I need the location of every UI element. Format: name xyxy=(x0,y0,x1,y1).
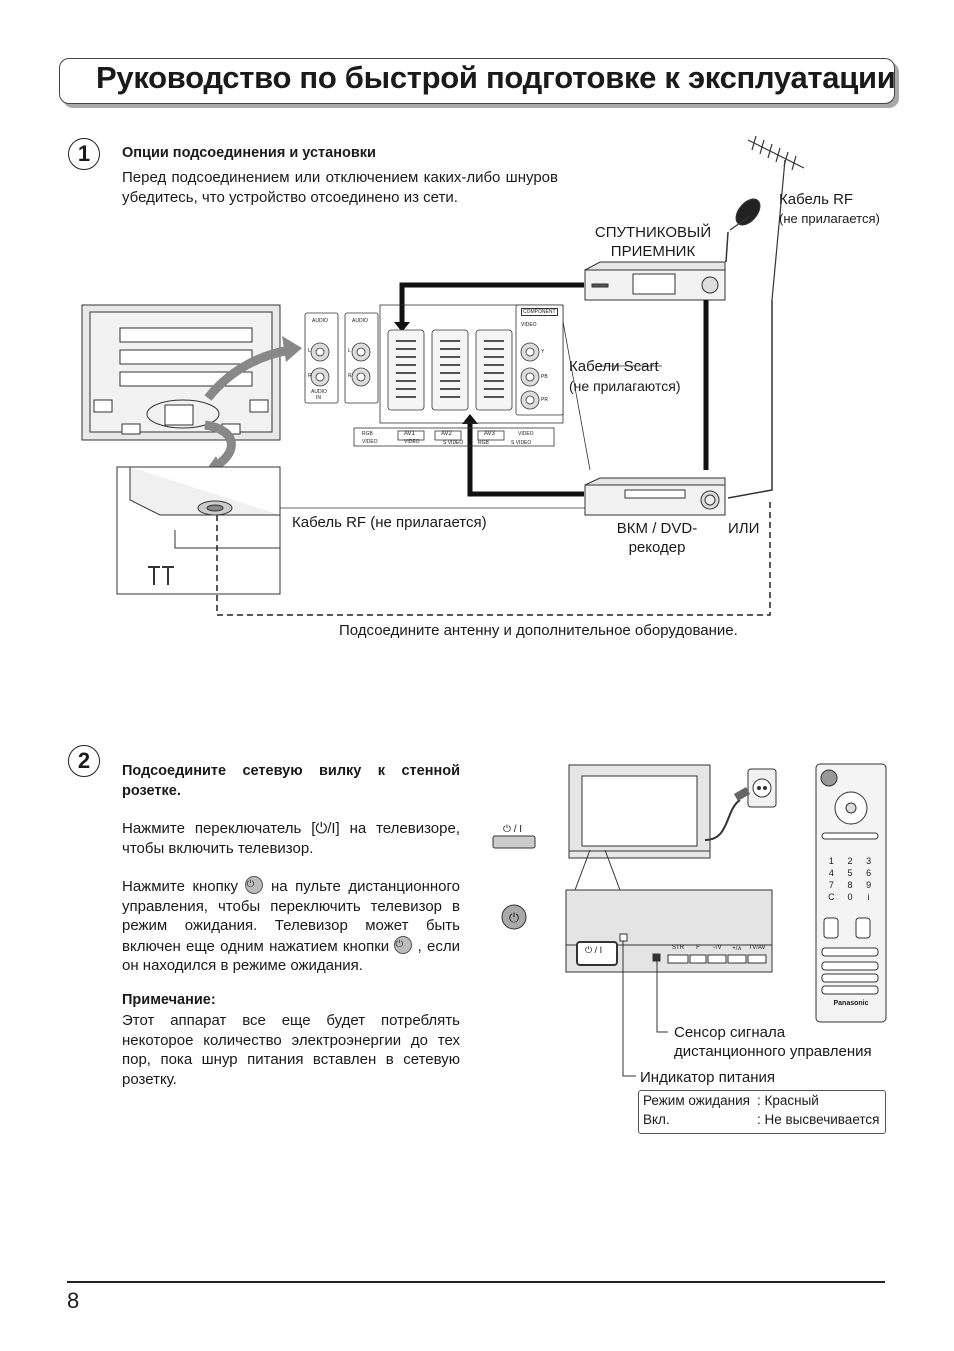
remote-key: i xyxy=(867,892,870,902)
panel-button-vol-up: +/∧ xyxy=(732,946,742,952)
panel-l-label: L xyxy=(308,348,311,354)
panel-audio-in-label-2: IN xyxy=(316,395,321,401)
standby-icon xyxy=(394,935,413,954)
panel-button-f: F xyxy=(696,945,700,951)
step-2-number: 2 xyxy=(68,745,100,777)
standby-value: : Красный xyxy=(757,1093,819,1108)
step-2-para-2-start: Нажмите кнопку xyxy=(122,878,238,895)
panel-svideo-label-2: S VIDEO xyxy=(511,440,532,446)
panel-rgb-label-2: RGB xyxy=(478,440,489,446)
panel-power-label: ⏻ / I xyxy=(585,945,603,955)
or-label: ИЛИ xyxy=(728,520,760,537)
on-value: : Не высвечивается xyxy=(757,1112,880,1127)
panel-video-label-4: VIDEO xyxy=(518,431,534,437)
cable-rf-label: Кабель RF xyxy=(779,191,854,208)
power-switch-label: ⏻ / I xyxy=(503,824,523,835)
remote-key: 6 xyxy=(866,868,872,878)
panel-button-tv-av: TV/AV xyxy=(748,945,766,951)
note-text: Этот аппарат все еще будет потреблять не… xyxy=(122,1012,460,1088)
remote-brand-label: Panasonic xyxy=(833,1000,869,1007)
standby-key: Режим ожидания xyxy=(643,1093,750,1108)
connect-note: Подсоедините антенну и дополнительное об… xyxy=(339,622,738,639)
panel-audio-label-2: AUDIO xyxy=(352,318,368,324)
panel-video-label-3: VIDEO xyxy=(404,439,420,445)
indicator-legend xyxy=(638,1090,886,1134)
page-number: 8 xyxy=(67,1288,80,1313)
note-heading: Примечание: xyxy=(122,992,216,1008)
panel-pr-label: PR xyxy=(541,397,548,403)
satellite-receiver xyxy=(584,261,726,301)
panel-y-label: Y xyxy=(541,349,545,355)
panel-rgb-label: RGB xyxy=(362,431,373,437)
footer-rule xyxy=(67,1281,885,1283)
sensor-label-1: Сенсор сигнала xyxy=(674,1024,786,1041)
remote-key: 9 xyxy=(866,880,872,890)
step-2-para-2: Нажмите кнопку на пульте дистанционного … xyxy=(122,876,460,976)
av-input-panel xyxy=(304,304,564,447)
antenna-icon xyxy=(747,135,805,301)
svg-text:⏻: ⏻ xyxy=(509,911,519,926)
remote-key: 4 xyxy=(828,868,834,878)
step-2-para-2-middle: на пульте дистанционного управления, что… xyxy=(122,878,460,955)
remote-key: 0 xyxy=(847,892,853,902)
step-2-para-2-end: , если он находился в режиме ожидания. xyxy=(122,937,460,975)
remote-key: 8 xyxy=(847,880,853,890)
panel-video-label-2: VIDEO xyxy=(362,439,378,445)
cable-rf-full-label: Кабель RF (не прилагается) xyxy=(292,514,487,531)
panel-svideo-label: S VIDEO xyxy=(443,440,464,446)
vcr-label-1: ВКМ / DVD- xyxy=(616,520,698,537)
title-frame xyxy=(59,58,895,104)
remote-key: 2 xyxy=(847,856,853,866)
vcr-dvd-recorder xyxy=(584,477,726,516)
tv-rear-view xyxy=(81,304,281,441)
standby-button-icon xyxy=(501,904,527,930)
panel-audio-in-label: AUDIO xyxy=(311,389,327,395)
panel-video-label: VIDEO xyxy=(521,322,537,328)
panel-button-vol-down: −/V xyxy=(712,945,722,951)
panel-pb-label: PB xyxy=(541,374,548,380)
satellite-label-1: СПУТНИКОВЫЙ xyxy=(594,224,712,241)
remote-key: 3 xyxy=(866,856,872,866)
tv-rf-input-closeup xyxy=(116,466,281,595)
satellite-label-2: ПРИЕМНИК xyxy=(610,243,696,260)
remote-key: 1 xyxy=(828,856,834,866)
indicator-label: Индикатор питания xyxy=(640,1069,775,1086)
panel-r-label: R xyxy=(308,373,312,379)
panel-av1-label: AV1 xyxy=(404,431,415,437)
scart-cables-label: Кабели Scart xyxy=(569,358,659,375)
remote-keypad: 1 2 3 4 5 6 7 8 9 C 0 i xyxy=(822,856,878,902)
satellite-dish-icon xyxy=(729,198,761,231)
step-1-number: 1 xyxy=(68,138,100,170)
step-1-text: Перед подсоединением или отключением как… xyxy=(122,169,558,206)
remote-key: 5 xyxy=(847,868,853,878)
step-2-heading: Подсоедините сетевую вилку к стенной роз… xyxy=(122,763,460,799)
standby-icon xyxy=(245,876,264,894)
panel-component-label: COMPONENT xyxy=(521,308,558,316)
panel-l-label-2: L xyxy=(348,348,351,354)
on-key: Вкл. xyxy=(643,1112,670,1127)
vcr-label-2: рекодер xyxy=(628,539,686,556)
tv-control-panel xyxy=(565,889,773,973)
remote-control-icon xyxy=(815,763,887,1023)
wall-socket-icon xyxy=(747,768,777,808)
step-1-heading: Опции подсоединения и установки xyxy=(122,145,376,161)
scart-cables-note: (не прилагаются) xyxy=(569,378,681,394)
sensor-label-2: дистанционного управления xyxy=(674,1043,872,1060)
remote-key: 7 xyxy=(828,880,834,890)
tv-front-view xyxy=(568,764,711,859)
step-2-para-1: Нажмите переключатель [⏻/I] на телевизор… xyxy=(122,820,460,857)
cable-rf-note: (не прилагается) xyxy=(779,211,880,226)
panel-button-str: STR xyxy=(672,945,684,951)
power-switch-icon xyxy=(492,835,536,849)
page-title: Руководство по быстрой подготовке к эксп… xyxy=(96,60,896,95)
remote-key: C xyxy=(828,892,835,902)
panel-audio-label: AUDIO xyxy=(312,318,328,324)
panel-av2-label: AV2 xyxy=(441,431,452,437)
panel-av3-label: AV3 xyxy=(484,431,495,437)
panel-r-label-2: R xyxy=(348,373,352,379)
